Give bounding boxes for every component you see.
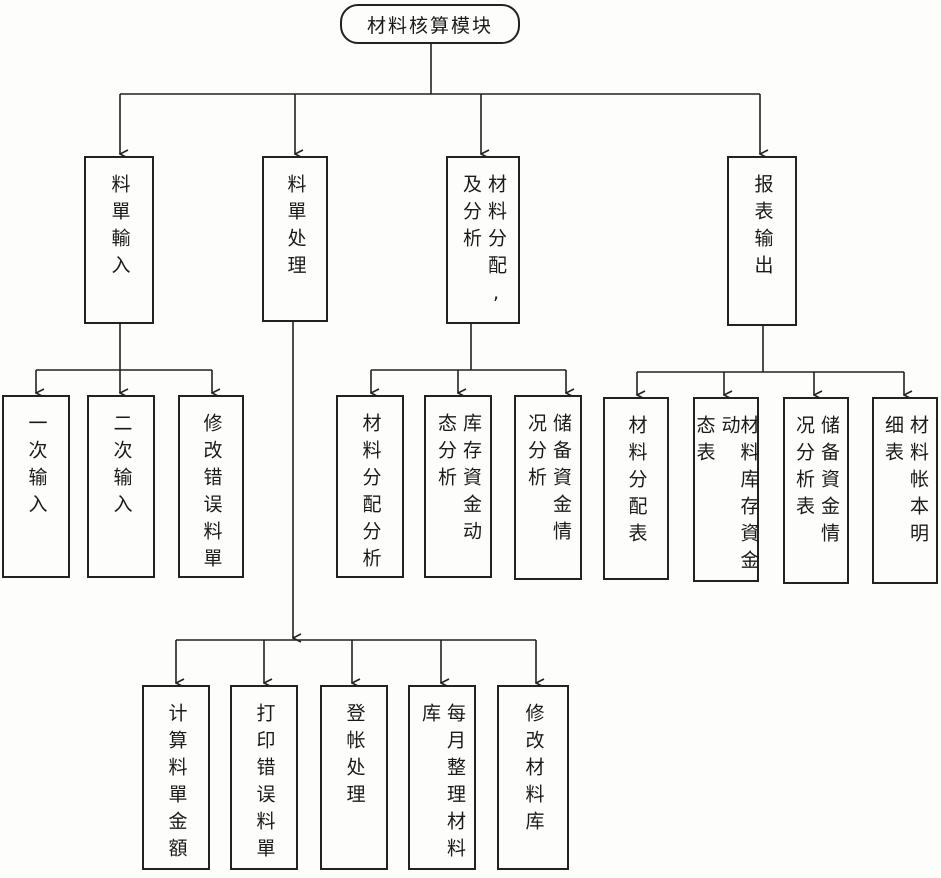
node-posting-processing: 登帐处理 [320, 685, 388, 870]
node-label: 修改材料库 [522, 703, 545, 838]
node-allocation-analysis: 材料分配分析 [336, 395, 404, 578]
node-label: 计算料單金額 [165, 703, 188, 865]
node-label: 库存資金动 [460, 413, 482, 548]
node-inventory-funds-analysis: 库存資金动 态分析 [424, 395, 492, 578]
node-label: 打印错误料單 [253, 703, 276, 865]
node-reserve-funds-table: 储备資金情 况分析表 [783, 397, 849, 584]
node-label: 一次输入 [25, 413, 48, 521]
node-allocation-table: 材料分配表 [603, 397, 669, 580]
node-second-input: 二次输入 [87, 395, 155, 578]
node-label: 材料分配分析 [359, 413, 382, 575]
node-material-allocation-analysis: 材料分配, 及分析 [446, 156, 520, 324]
node-label: 材料分配, [485, 174, 507, 312]
node-label: 每月整理材料 [444, 703, 466, 865]
node-fix-error-slip: 修改错误料單 [178, 395, 244, 578]
node-first-input: 一次输入 [2, 395, 70, 578]
node-label-cont: 及分析 [460, 174, 482, 255]
node-modify-material-library: 修改材料库 [497, 685, 569, 870]
node-label: 料單处理 [284, 174, 307, 282]
node-label: 料單輸入 [108, 174, 131, 282]
root-label: 材料核算模块 [366, 14, 493, 37]
node-material-slip-input: 料單輸入 [84, 156, 154, 324]
node-label: 二次输入 [110, 413, 133, 521]
node-label: 修改错误料單 [200, 413, 223, 575]
node-inventory-funds-table: 材料库存資金动 态表 [693, 397, 760, 582]
node-label-cont: 况分析表 [793, 415, 815, 523]
node-label-cont: 况分析 [525, 413, 547, 494]
node-compute-slip-amount: 计算料單金額 [142, 685, 210, 870]
node-label-cont: 态分析 [435, 413, 457, 494]
node-reserve-funds-analysis: 储备資金情 况分析 [514, 395, 582, 580]
node-label: 材料分配表 [625, 415, 648, 550]
node-ledger-detail-table: 材料帐本明 细表 [872, 397, 938, 584]
node-label: 报表输出 [751, 174, 774, 282]
node-label: 登帐处理 [343, 703, 366, 811]
node-label: 储备資金情 [550, 413, 572, 548]
node-material-slip-processing: 料單处理 [262, 156, 328, 322]
node-label: 材料库存資金动 [718, 415, 760, 577]
node-label-cont: 细表 [882, 415, 904, 469]
node-monthly-material-library: 每月整理材料 库 [408, 685, 476, 870]
node-label: 材料帐本明 [907, 415, 929, 550]
root-node: 材料核算模块 [340, 4, 520, 44]
node-report-output: 报表输出 [727, 156, 797, 326]
node-label: 储备資金情 [818, 415, 840, 550]
node-label-cont: 态表 [693, 415, 716, 469]
node-label-cont: 库 [419, 703, 441, 730]
node-print-error-slip: 打印错误料單 [230, 685, 298, 870]
